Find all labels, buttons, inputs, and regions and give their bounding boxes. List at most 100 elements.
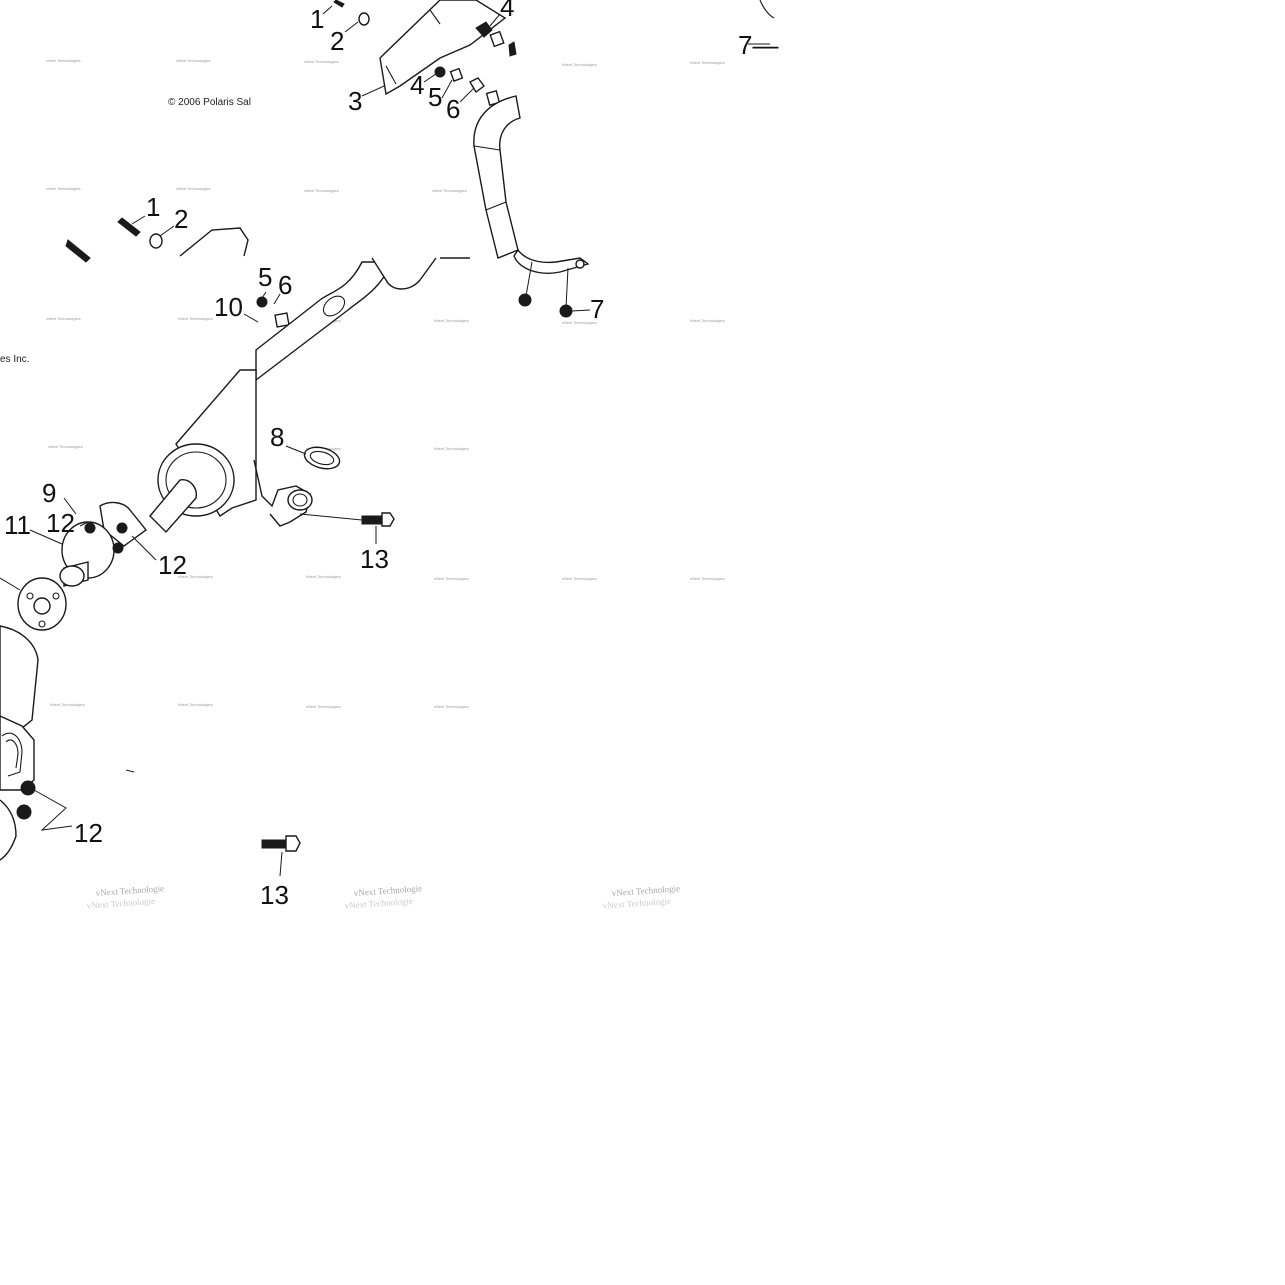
leader-line [0,577,21,591]
callout-7-dash: 7— [738,30,778,60]
watermark: vNext Technologies [178,574,213,579]
watermark: vNext Technologies [46,58,81,63]
nut-icon [112,542,124,554]
leader-line [459,87,475,103]
watermark-grid: vNext Technologies vNext Technologies vN… [46,58,725,709]
callout-2: 2 [330,26,344,56]
washer-icon [358,12,370,26]
leader-line [299,513,363,521]
watermark: vNext Technologies [306,574,341,579]
callout-3: 3 [348,86,362,116]
nut-icon [84,522,96,534]
nut-icon [116,522,128,534]
watermark-large-shadow: vNext Technologie [344,896,413,911]
watermark: vNext Technologies [46,316,81,321]
watermark: vNext Technologies [178,702,213,707]
watermark-large: vNext Technologie [95,883,164,898]
bracket-cutout-inner [5,739,19,769]
watermark: vNext Technologies [432,188,467,193]
leader-line [361,85,385,97]
callout-6: 6 [446,94,460,124]
lower-muffler-assembly [0,625,301,877]
copyright-notice-tail: es Inc. [0,354,29,365]
bolt-hole [52,592,60,600]
callout-10: 10 [214,292,243,322]
bolt-head-icon [381,512,395,527]
leader-line [261,291,267,299]
callout-2: 2 [174,204,188,234]
heat-shield-bracket [379,0,507,96]
leader-line [423,73,437,83]
leader-line [441,79,453,99]
bracket-hole [292,493,308,507]
watermark: vNext Technologies [562,576,597,581]
leader-lines [131,5,770,544]
muffler-assembly [0,217,470,631]
callout-6: 6 [278,270,292,300]
callout-12: 12 [74,818,103,848]
lock-washer-icon [434,66,446,78]
watermark-large-shadow: vNext Technologie [86,896,155,911]
callout-5: 5 [428,82,442,112]
callout-1: 1 [146,192,160,222]
leader-line [273,293,281,305]
callout-7: 7 [590,294,604,324]
lower-muffler-bracket [0,715,35,791]
nut-icon [518,293,532,307]
bolt-icon [117,217,141,237]
callout-13: 13 [260,880,289,910]
callout-9: 9 [42,478,56,508]
pipe-joint [322,295,346,317]
watermark-large: vNext Technologie [611,883,680,898]
leader-line [243,313,259,323]
callout-4: 4 [410,70,424,100]
watermark: vNext Technologies [50,702,85,707]
watermark: vNext Technologies [306,704,341,709]
leader-line [344,21,359,33]
bolt-head-icon [285,835,301,852]
flange-spigot-end [59,565,85,587]
washer-icon [149,233,163,249]
leader-line [279,851,283,877]
pipe-clamp [513,248,590,274]
callout-4: 4 [500,0,514,22]
bracket-slot [385,9,441,85]
leader-line [29,497,157,561]
nut-icon [508,41,517,57]
nut-icon [20,780,36,796]
bolt-shaft-icon [361,515,383,525]
watermark: vNext Technologies [434,704,469,709]
callout-13: 13 [360,544,389,574]
top-bracket-assembly [333,0,775,318]
watermark: vNext Technologies [178,316,213,321]
exhaust-head-pipe [473,95,521,259]
watermark-large: vNext Technologie [353,883,422,898]
leader-line [322,5,333,15]
bolt-shaft-icon [261,839,287,849]
copyright-notice: © 2006 Polaris Sal [168,97,251,108]
bolt-hole [26,592,34,600]
lower-muffler-body [0,625,39,729]
watermark: vNext Technologies [176,58,211,63]
muffler-outlet [149,479,197,534]
nut-icon [559,304,573,318]
callout-11: 11 [4,510,31,540]
watermark: vNext Technologies [690,60,725,65]
watermark: vNext Technologies [46,186,81,191]
callout-12: 12 [158,550,187,580]
bolt-icon [65,239,91,263]
callout-12: 12 [46,508,75,538]
watermark: vNext Technologies [434,318,469,323]
watermark: vNext Technologies [562,62,597,67]
leader-line [525,261,569,309]
bracket-grommet [287,489,313,511]
leader-line [489,13,501,27]
watermark: vNext Technologies [690,318,725,323]
watermark: vNext Technologies [176,186,211,191]
watermark: vNext Technologies [434,446,469,451]
pipe-arc [759,0,775,19]
nut-icon [256,296,268,308]
leader-line [131,215,146,225]
leader-line [285,445,307,455]
